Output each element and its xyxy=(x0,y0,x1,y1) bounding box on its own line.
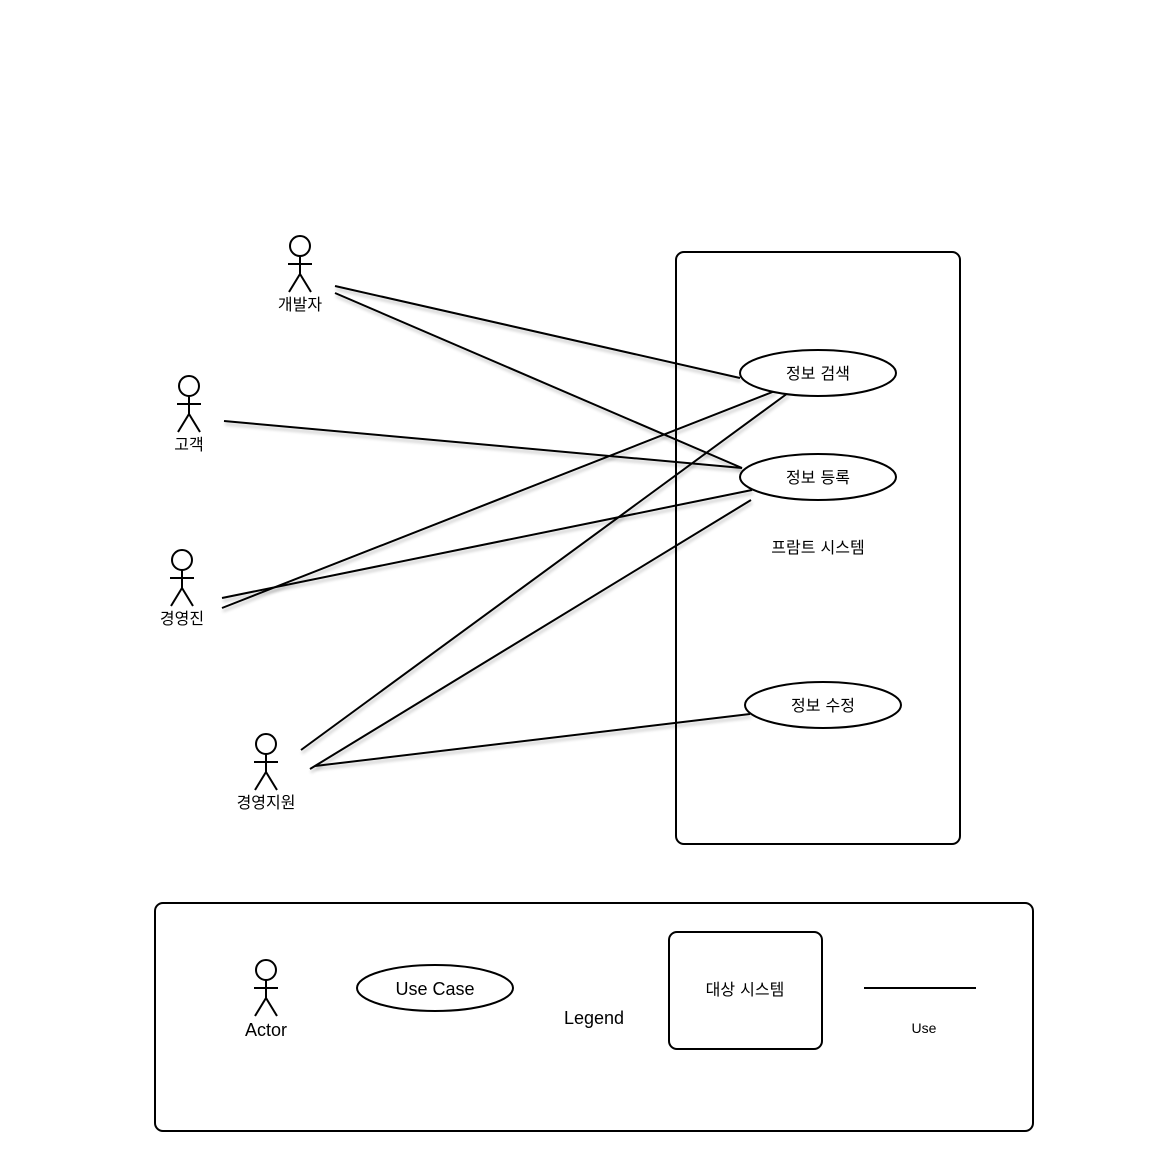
stick-figure-icon xyxy=(288,235,312,293)
legend-title: Legend xyxy=(564,1008,624,1028)
association-line-management-support-register[interactable] xyxy=(309,499,752,770)
association-line-customer-register[interactable] xyxy=(223,420,743,469)
use-case-label: 정보 등록 xyxy=(786,468,850,487)
legend-actor: Actor xyxy=(245,959,287,1040)
association-line-developer-search[interactable] xyxy=(334,285,741,379)
use-case-ellipse[interactable] xyxy=(739,453,897,501)
legend-system-label: 대상 시스템 xyxy=(706,980,785,999)
use-case-register[interactable]: 정보 등록 xyxy=(739,453,897,501)
use-case-modify[interactable]: 정보 수정 xyxy=(744,681,902,729)
stick-figure-icon xyxy=(254,959,278,1017)
actor-executive[interactable]: 경영진 xyxy=(160,549,204,628)
actor-label: 경영진 xyxy=(160,609,204,628)
actor-label: 고객 xyxy=(174,435,203,454)
use-case-label: 정보 수정 xyxy=(791,696,855,715)
legend-use-case: Use Case xyxy=(356,964,514,1012)
association-line-developer-register[interactable] xyxy=(334,292,743,469)
legend-use-label: Use xyxy=(912,1020,937,1036)
association-lines xyxy=(221,285,789,770)
use-case-ellipse[interactable] xyxy=(739,349,897,397)
association-line-executive-search[interactable] xyxy=(221,390,776,609)
system-box-icon xyxy=(668,931,823,1050)
stick-figure-icon xyxy=(254,733,278,791)
actor-developer[interactable]: 개발자 xyxy=(278,235,322,314)
stick-figure-icon xyxy=(177,375,201,433)
actor-management-support[interactable]: 경영지원 xyxy=(237,733,296,812)
system-label: 프람트 시스템 xyxy=(771,538,864,557)
legend: Actor Use Case Legend 대상 시스템 Use xyxy=(154,902,1034,1132)
legend-use-case-label: Use Case xyxy=(395,979,474,999)
actor-label: 경영지원 xyxy=(237,793,296,812)
legend-system: 대상 시스템 xyxy=(668,931,823,1050)
use-case-ellipse[interactable] xyxy=(744,681,902,729)
actor-customer[interactable]: 고객 xyxy=(174,375,204,454)
use-case-label: 정보 검색 xyxy=(786,364,850,383)
association-line-management-support-search[interactable] xyxy=(300,392,789,751)
association-line-management-support-modify[interactable] xyxy=(314,713,751,767)
association-line-executive-register[interactable] xyxy=(221,489,753,599)
legend-use: Use xyxy=(864,987,976,1036)
stick-figure-icon xyxy=(170,549,194,607)
use-case-search[interactable]: 정보 검색 xyxy=(739,349,897,397)
use-case-ellipse-icon xyxy=(356,964,514,1012)
actor-label: 개발자 xyxy=(278,295,322,314)
legend-actor-label: Actor xyxy=(245,1020,287,1040)
